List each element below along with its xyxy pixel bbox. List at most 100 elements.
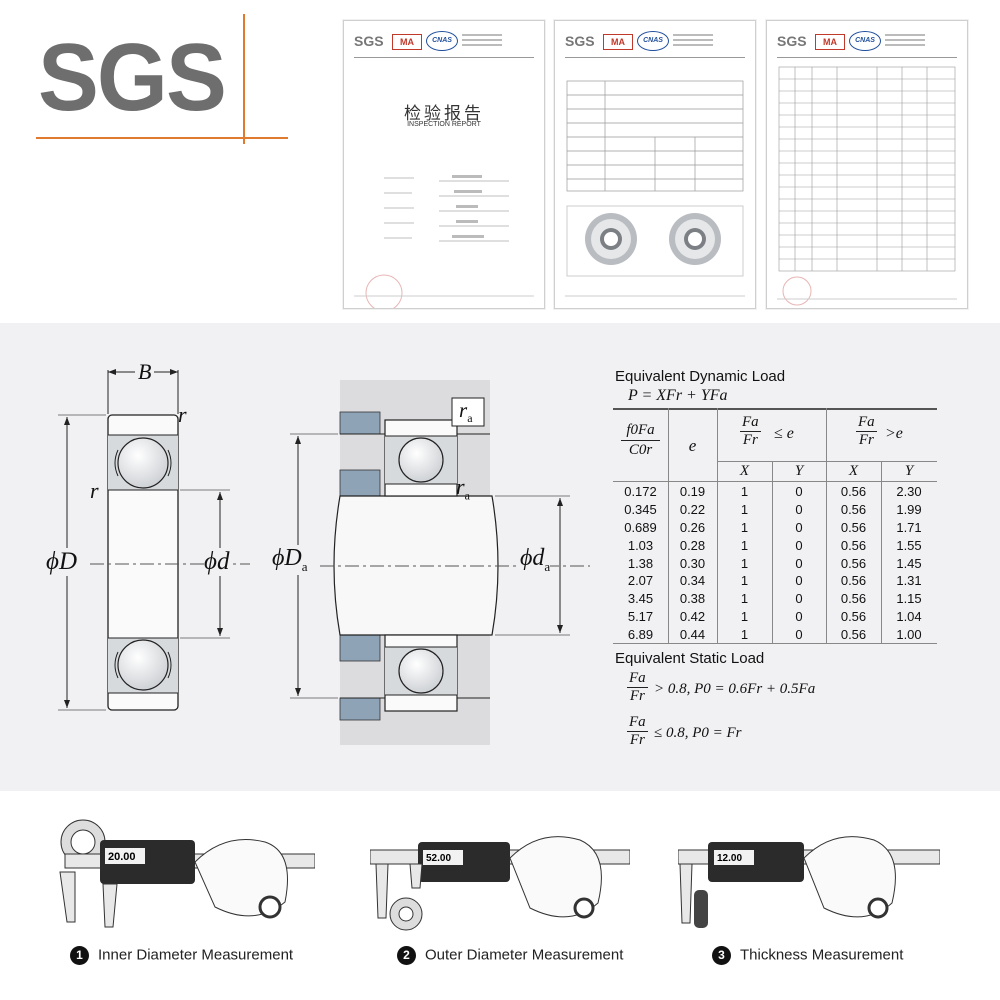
table-cell: 1 [740, 537, 749, 553]
table-cell: 0 [795, 484, 803, 499]
ra-callout-box [451, 397, 485, 427]
table-cell: 0.38 [679, 591, 706, 607]
static-formula-2: ≤ 0.8, P0 = Fr [654, 725, 742, 741]
label-ra: ra [456, 474, 470, 503]
report-header-lines [885, 34, 925, 36]
table-top-rule [613, 408, 937, 410]
table-cell: 1.55 [896, 537, 922, 553]
logo-accent-horizontal [36, 137, 288, 139]
report-table-graphic [565, 80, 745, 297]
ball-bottom [117, 639, 169, 691]
table-cell: 3.45 [627, 591, 654, 607]
header-x1: X [739, 463, 750, 479]
cnas-mark-icon: CNAS [637, 31, 669, 51]
table-cell: 1 [740, 501, 749, 517]
step-number-2-icon: 2 [397, 946, 416, 965]
header-y1: Y [794, 463, 804, 479]
bearing-mounting-diagram [290, 380, 590, 745]
table-col-divider [668, 408, 669, 643]
report-title-cn: 检验报告 [404, 104, 484, 124]
table-cell: 0 [795, 555, 803, 571]
caption-text: Inner Diameter Measurement [98, 946, 294, 964]
hand-icon [803, 836, 896, 918]
table-cell: 0.19 [679, 484, 706, 499]
report-rule [565, 57, 745, 58]
report-header: SGS MA CNAS [565, 31, 745, 53]
label-radius-r-left: r [90, 478, 99, 503]
table-row: 0.172 0.19 1 0 0.56 2.30 [613, 483, 937, 501]
table-cell: 0.26 [679, 519, 706, 535]
caliper-readout-3: 12.00 [717, 853, 742, 864]
report-header-lines [462, 34, 502, 36]
inspection-report-page-3: SGS MA CNAS [766, 20, 968, 309]
caliper-illustration-outer: 52.00 [370, 836, 630, 931]
label-ra-box: ra [459, 398, 473, 426]
caption-text: Outer Diameter Measurement [425, 946, 624, 964]
header-load-ratio: f0Fa C0r [613, 422, 668, 459]
ball-top [117, 437, 169, 489]
table-cell: 0 [795, 591, 803, 607]
header-group2-condition: >e [885, 425, 903, 442]
table-cell: 0 [795, 537, 803, 553]
mounted-ball-bottom [398, 648, 444, 694]
table-cell: 1 [740, 591, 749, 607]
table-col-divider [881, 461, 882, 643]
table-cell: 0.56 [840, 591, 867, 607]
table-cell: 0.22 [679, 501, 706, 517]
static-load-title: Equivalent Static Load [615, 650, 765, 667]
table-cell: 0.56 [840, 484, 867, 499]
caption-text: Thickness Measurement [740, 946, 904, 964]
table-cell: 0.56 [840, 501, 867, 517]
table-col-divider [826, 408, 827, 643]
ma-mark-icon: MA [815, 34, 845, 50]
table-cell: 1.38 [627, 555, 654, 571]
table-cell: 0 [795, 573, 803, 589]
sgs-logo: SGS [38, 24, 227, 131]
table-cell: 0.689 [624, 519, 657, 535]
table-cell: 0.172 [624, 484, 657, 499]
header-group1-ratio: Fa Fr [740, 414, 761, 448]
caliper-readout-2: 52.00 [426, 853, 451, 864]
label-outer-diameter: ϕD [46, 548, 77, 576]
label-housing-diameter: ϕDa [272, 545, 308, 575]
table-cell: 0.28 [679, 537, 706, 553]
step-number-1-icon: 1 [70, 946, 89, 965]
table-cell: 0.42 [679, 609, 706, 625]
header-group1-condition: ≤ e [774, 425, 794, 442]
table-col-divider [717, 408, 718, 643]
table-header-rule [613, 481, 937, 482]
cnas-mark-icon: CNAS [426, 31, 458, 51]
header-x2: X [848, 463, 859, 479]
table-cell: 0.345 [624, 501, 657, 517]
table-cell: 2.07 [627, 573, 654, 589]
table-cell: 0.56 [840, 609, 867, 625]
table-cell: 1 [740, 609, 749, 625]
logo-accent-vertical [243, 14, 245, 144]
step-number-3-icon: 3 [712, 946, 731, 965]
report-rule [354, 57, 534, 58]
caption-inner-diameter: 1 Inner Diameter Measurement [70, 946, 293, 965]
table-cell: 2.30 [896, 484, 922, 499]
table-cell: 5.17 [627, 609, 654, 625]
caption-thickness: 3 Thickness Measurement [712, 946, 903, 965]
report-results-table-graphic [777, 66, 957, 306]
table-cell: 1.31 [896, 573, 922, 589]
table-cell: 1.00 [896, 627, 922, 643]
bearing-cross-section-diagram [58, 369, 250, 711]
table-cell: 0 [795, 501, 803, 517]
report-header: SGS MA CNAS [354, 31, 534, 53]
table-cell: 1 [740, 484, 749, 499]
table-cell: 1.71 [896, 519, 922, 535]
caliper-readout-1: 20.00 [108, 851, 136, 863]
report-title-en: INSPECTION REPORT [407, 121, 481, 128]
caliper-illustration-thickness: 12.00 [678, 836, 940, 928]
table-cell: 0.30 [679, 555, 706, 571]
ma-mark-icon: MA [392, 34, 422, 50]
report-fields-graphic [354, 175, 534, 308]
